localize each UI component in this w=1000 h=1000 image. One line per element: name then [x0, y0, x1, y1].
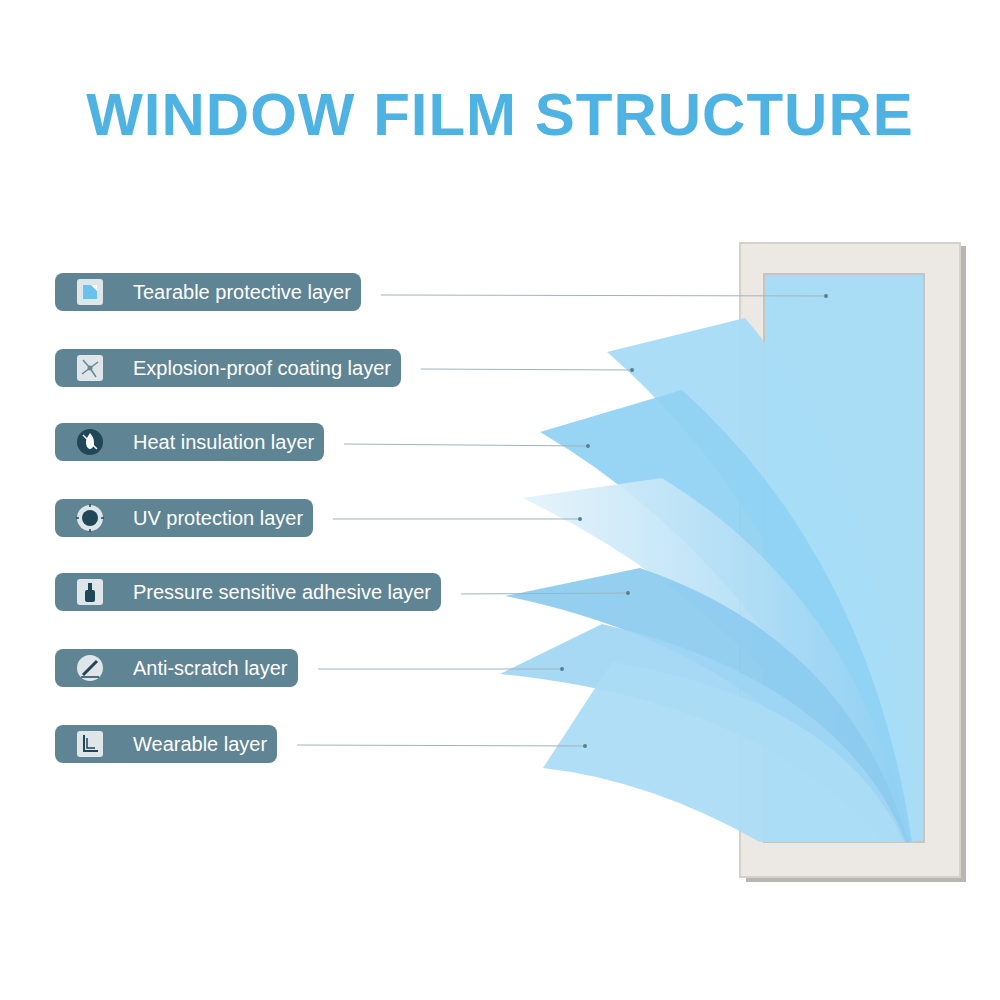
- layer-icon: [75, 353, 105, 383]
- layer-label: UV protection layer: [55, 499, 313, 537]
- layer-name: Heat insulation layer: [133, 423, 314, 461]
- layer-name: Wearable layer: [133, 725, 267, 763]
- layer-name: Tearable protective layer: [133, 273, 351, 311]
- film-sheet: [500, 624, 906, 842]
- layer-label: Tearable protective layer: [55, 273, 361, 311]
- layer-icon: [75, 427, 105, 457]
- layer-icon: [75, 577, 105, 607]
- leader-line: [381, 295, 824, 296]
- layer-name: Pressure sensitive adhesive layer: [133, 573, 431, 611]
- leader-line: [318, 669, 560, 670]
- title: WINDOW FILM STRUCTURE: [0, 80, 1000, 149]
- leader-line: [421, 369, 630, 370]
- layer-label: Pressure sensitive adhesive layer: [55, 573, 441, 611]
- layer-icon: [75, 729, 105, 759]
- layer-label: Wearable layer: [55, 725, 277, 763]
- layer-label: Heat insulation layer: [55, 423, 324, 461]
- layer-name: UV protection layer: [133, 499, 303, 537]
- layer-name: Anti-scratch layer: [133, 649, 288, 687]
- layer-name: Explosion-proof coating layer: [133, 349, 391, 387]
- leader-line: [297, 745, 583, 746]
- layer-icon: [75, 277, 105, 307]
- layer-label: Explosion-proof coating layer: [55, 349, 401, 387]
- leader-dots: [560, 294, 828, 748]
- leader-line: [461, 593, 626, 594]
- layer-icon: [75, 653, 105, 683]
- leader-line: [344, 444, 586, 446]
- film-sheet: [505, 568, 908, 842]
- layer-icon: [75, 503, 105, 533]
- layer-label: Anti-scratch layer: [55, 649, 298, 687]
- leader-line: [333, 519, 578, 520]
- film-sheet: [543, 662, 904, 842]
